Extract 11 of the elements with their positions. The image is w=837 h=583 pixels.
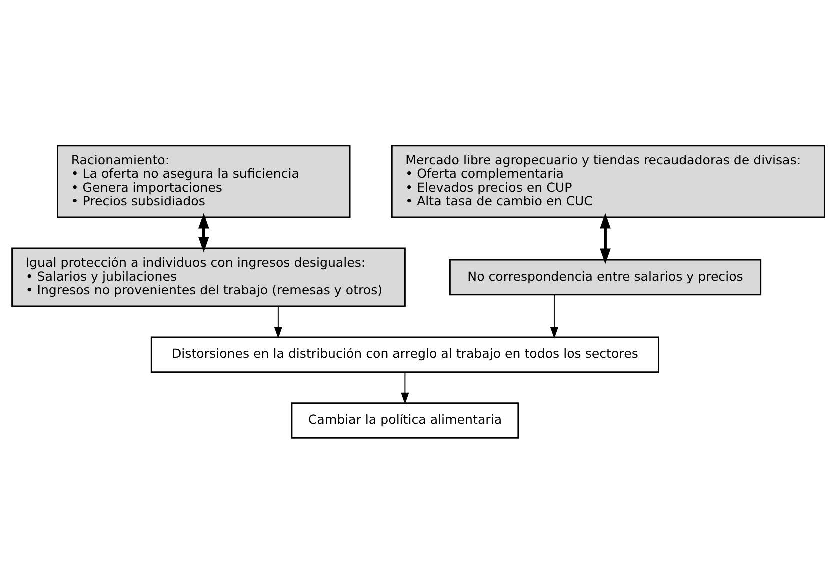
- node-box: Mercado libre agropecuario y tiendas recaudadoras de divisas: • Oferta complementaria • Elevados precios en CUP • Alta tasa de cambio en CUC: [391, 144, 826, 218]
- arrow: [198, 212, 210, 252]
- arrow: [401, 372, 410, 404]
- node-box: Racionamiento: • La oferta no asegura la suficiencia • Genera importaciones • Precios subsidiados: [57, 144, 351, 218]
- arrow: [550, 294, 559, 338]
- node-box: Cambiar la política alimentaria: [291, 402, 520, 438]
- node-box: Distorsiones en la distribución con arreglo al trabajo en todos los sectores: [150, 336, 660, 373]
- arrow: [600, 212, 611, 264]
- node-box: No correspondencia entre salarios y precios: [449, 258, 762, 296]
- node-box: Igual protección a individuos con ingresos desiguales: • Salarios y jubilaciones • Ingresos no provenientes del trabajo (remesas y otros): [12, 247, 406, 307]
- arrow: [274, 306, 282, 338]
